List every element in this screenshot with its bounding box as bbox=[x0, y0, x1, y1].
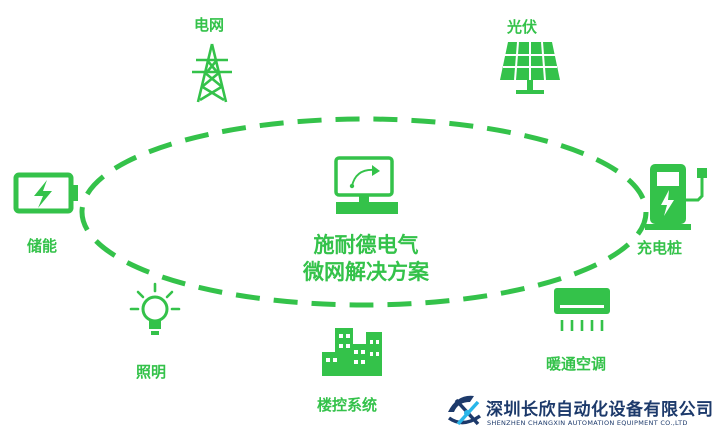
center-title-line1: 施耐德电气 bbox=[313, 233, 419, 257]
node-label-lighting: 照明 bbox=[136, 363, 167, 381]
power-tower-icon bbox=[192, 43, 232, 103]
connection-ring bbox=[79, 116, 649, 308]
node-label-grid: 电网 bbox=[194, 16, 225, 34]
ev-charger-icon bbox=[645, 164, 707, 230]
node-label-hvac: 暖通空调 bbox=[546, 355, 607, 373]
node-label-storage: 储能 bbox=[27, 237, 58, 255]
building-icon bbox=[322, 328, 382, 376]
battery-icon bbox=[13, 172, 78, 214]
air-conditioner-icon bbox=[554, 288, 610, 331]
solar-panel-icon bbox=[500, 41, 560, 94]
center-title: 施耐德电气 微网解决方案 bbox=[256, 232, 476, 286]
node-label-charger: 充电桩 bbox=[637, 239, 683, 257]
node-label-solar: 光伏 bbox=[507, 18, 538, 36]
company-name-cn: 深圳长欣自动化设备有限公司 bbox=[486, 400, 714, 420]
monitor-icon bbox=[334, 156, 398, 214]
light-bulb-icon bbox=[129, 282, 181, 335]
changxin-logo bbox=[447, 395, 482, 426]
center-title-line2: 微网解决方案 bbox=[303, 260, 429, 284]
node-label-building: 楼控系统 bbox=[317, 396, 378, 414]
company-name-en: SHENZHEN CHANGXIN AUTOMATION EQUIPMENT C… bbox=[487, 419, 688, 427]
